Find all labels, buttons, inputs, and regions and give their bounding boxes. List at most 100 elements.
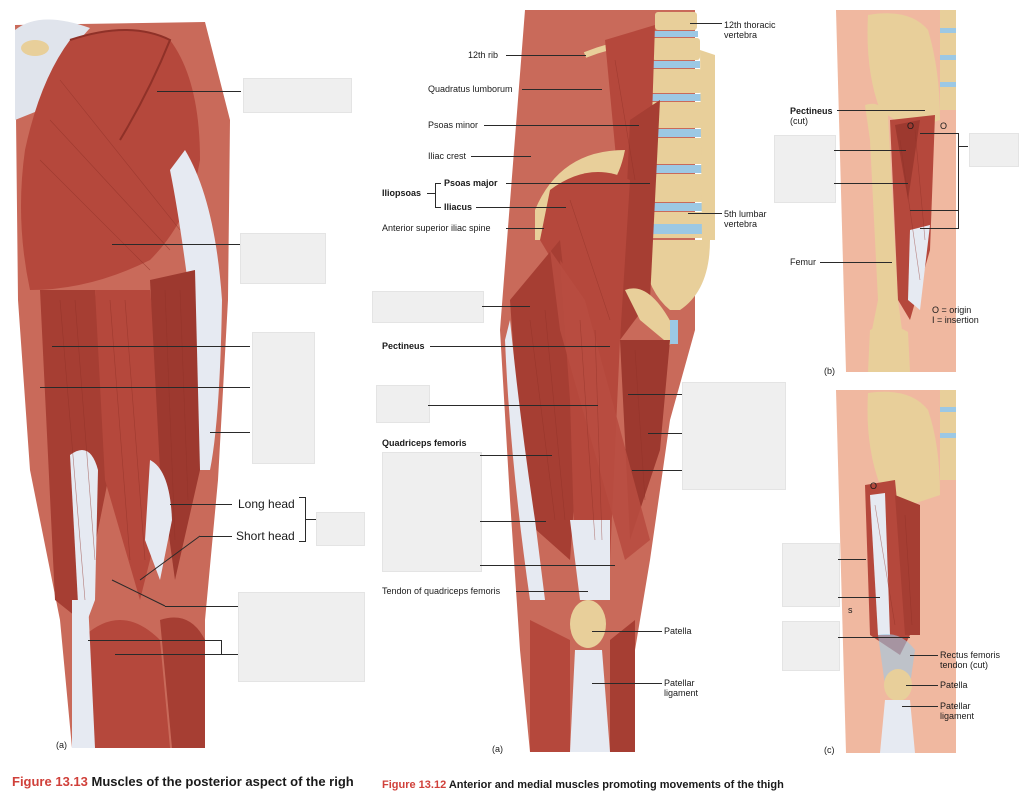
bracket [435, 207, 441, 208]
label-o-marker-c: O [870, 481, 878, 491]
leader-line [210, 432, 250, 433]
label-o-marker-b1: O [907, 121, 915, 131]
leader-line [902, 706, 938, 707]
leader-line [221, 640, 222, 654]
panel-letter-a-left: (a) [56, 740, 67, 750]
bracket [435, 183, 441, 184]
legend-insertion: I = insertion [932, 315, 979, 325]
panel-c-illustration [836, 390, 956, 753]
leader-line [482, 306, 530, 307]
bracket [958, 146, 968, 147]
panel-letter-a-middle: (a) [492, 744, 503, 754]
label-5th-lumbar-vertebra: 5th lumbar vertebra [724, 209, 767, 229]
label-asis: Anterior superior iliac spine [382, 223, 491, 233]
label-quadratus-lumborum: Quadratus lumborum [428, 84, 513, 94]
label-blank-adductors-mid [682, 382, 786, 490]
label-blank-semitendinosus [238, 592, 365, 682]
anterior-thigh-figure: 12th rib Quadratus lumborum Psoas minor … [370, 0, 790, 794]
leader-line [480, 521, 546, 522]
leader-line [484, 125, 639, 126]
leader-line [820, 262, 892, 263]
figure-13-13-text: Muscles of the posterior aspect of the r… [91, 774, 354, 789]
leader-line [88, 640, 222, 641]
bracket [305, 519, 316, 520]
label-blank-gluteus-maximus [240, 233, 326, 284]
label-pectineus: Pectineus [382, 341, 425, 351]
label-patellar-ligament: Patellar ligament [664, 678, 699, 698]
leader-line [522, 89, 602, 90]
label-femur: Femur [790, 257, 817, 267]
leader-line [628, 394, 682, 395]
leader-line [428, 405, 598, 406]
bracket [299, 541, 305, 542]
label-blank-gracilis-b [969, 133, 1019, 167]
label-blank-vastus-c [782, 621, 840, 671]
panel-letter-b: (b) [824, 366, 835, 376]
leader-line [516, 591, 588, 592]
leader-line [430, 346, 610, 347]
figure-13-12-caption: Figure 13.12 Anterior and medial muscles… [382, 779, 784, 791]
leader-line [200, 536, 232, 537]
label-short-head: Short head [236, 529, 295, 543]
label-iliac-crest: Iliac crest [428, 151, 467, 161]
bracket [435, 183, 436, 207]
leader-line [837, 110, 925, 111]
leader-line [157, 91, 241, 92]
label-12th-rib: 12th rib [468, 50, 499, 60]
bracket [920, 133, 958, 134]
figure-13-13-number: Figure 13.13 [12, 774, 88, 789]
leader-line [112, 244, 240, 245]
leader-line [910, 210, 958, 211]
figure-13-12-text: Anterior and medial muscles promoting mo… [448, 779, 784, 791]
label-patella-c: Patella [940, 680, 968, 690]
figure-13-13-caption: Figure 13.13 Muscles of the posterior as… [12, 774, 354, 789]
anterior-thigh-illustration [500, 10, 715, 752]
leader-line [480, 455, 552, 456]
label-blank-vastus-lateralis-c [782, 543, 840, 607]
label-iliacus: Iliacus [444, 202, 473, 212]
label-iliopsoas: Iliopsoas [382, 188, 422, 198]
label-long-head: Long head [238, 497, 295, 511]
panel-c-anterior-thigh: s O Rectus femoris tendon (cut) Patella … [770, 385, 1024, 760]
label-o-marker-b2: O [940, 121, 948, 131]
panel-b-medial-thigh: Pectineus (cut) O O Femur O = origin I =… [770, 0, 1024, 385]
bracket [299, 497, 305, 498]
leader-line [688, 213, 722, 214]
leader-line [632, 470, 682, 471]
leader-line [115, 654, 238, 655]
leader-line [834, 183, 908, 184]
leader-line [834, 150, 906, 151]
label-blank-adductors [252, 332, 315, 464]
posterior-thigh-figure: Long head Short head (a) Figure 13.13 Mu… [0, 0, 370, 794]
label-partial-s: s [848, 605, 853, 615]
label-12th-thoracic-vertebra: 12th thoracic vertebra [724, 20, 776, 40]
leader-line [838, 559, 866, 560]
label-blank-tensor-fasciae-latae [372, 291, 484, 323]
leader-line [920, 228, 958, 229]
posterior-thigh-illustration [15, 19, 230, 748]
label-rectus-femoris-tendon: Rectus femoris tendon (cut) [940, 650, 1001, 670]
leader-line [592, 631, 662, 632]
leader-line [170, 504, 232, 505]
label-blank-adductor-group-b [774, 135, 836, 203]
leader-line [506, 228, 544, 229]
panel-letter-c: (c) [824, 745, 835, 755]
label-tendon-quadriceps: Tendon of quadriceps femoris [382, 586, 501, 596]
leader-line [690, 23, 722, 24]
leader-line [506, 183, 650, 184]
leader-line [480, 565, 615, 566]
leader-line [648, 433, 682, 434]
label-psoas-major: Psoas major [444, 178, 498, 188]
leader-line [592, 683, 662, 684]
legend-origin: O = origin [932, 305, 972, 315]
label-pectineus-cut-sub: (cut) [790, 116, 808, 126]
panel-b-illustration [836, 10, 956, 372]
leader-line [52, 346, 250, 347]
bracket [427, 193, 435, 194]
leader-line [838, 597, 880, 598]
label-blank-biceps-femoris [316, 512, 365, 546]
label-blank-gluteus-medius [243, 78, 352, 113]
figure-13-12-number: Figure 13.12 [382, 779, 447, 791]
label-psoas-minor: Psoas minor [428, 120, 479, 130]
leader-line [910, 655, 938, 656]
